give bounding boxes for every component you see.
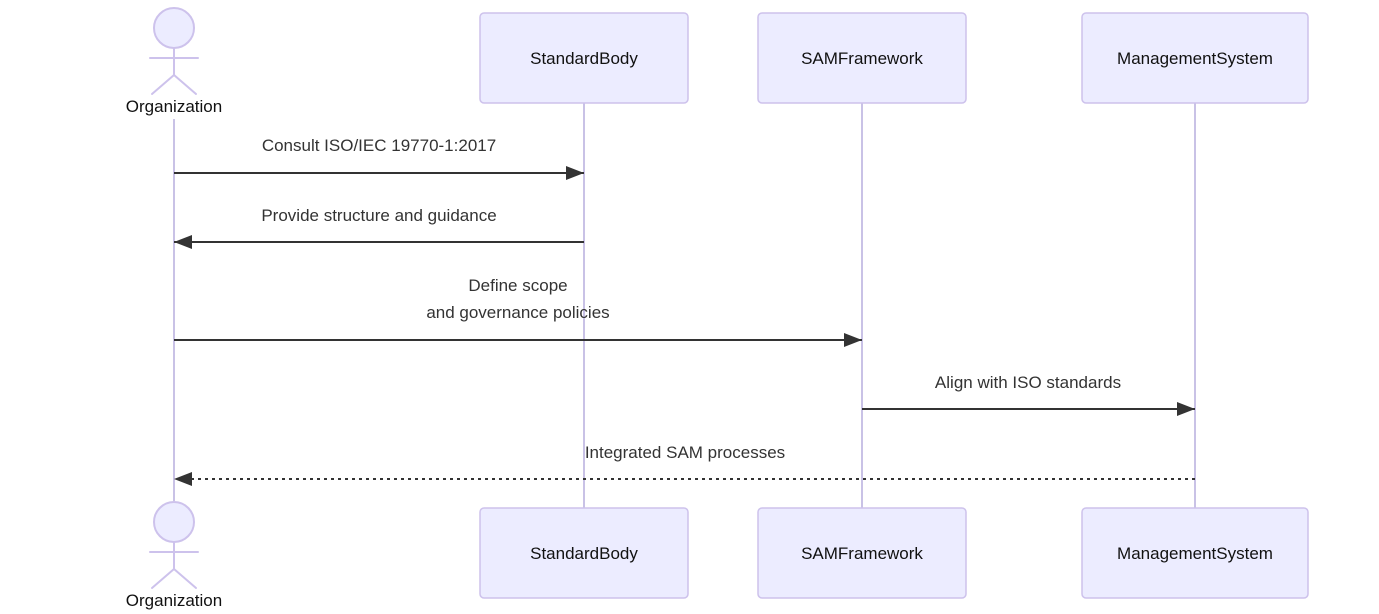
message-4-label: Align with ISO standards — [935, 373, 1121, 392]
lifelines — [173, 103, 1196, 508]
participant-standardbody-bottom-label: StandardBody — [530, 544, 638, 563]
actor-organization-bottom: Organization — [126, 501, 222, 610]
actor-leg-left-icon — [151, 568, 175, 589]
message-3-label-line-1: Define scope — [468, 276, 567, 295]
actor-head-icon — [153, 7, 195, 49]
message-2-label: Provide structure and guidance — [261, 206, 496, 225]
participants-bottom: StandardBody SAMFramework ManagementSyst… — [479, 507, 1309, 599]
actor-head-icon — [153, 501, 195, 543]
message-5-label: Integrated SAM processes — [585, 443, 785, 462]
actor-leg-left-icon — [151, 74, 175, 95]
participant-samframework-bottom-label: SAMFramework — [801, 544, 923, 563]
participant-standardbody-bottom — [479, 507, 689, 599]
message-2: Provide structure and guidance — [174, 206, 584, 249]
actor-label-top: Organization — [126, 97, 222, 116]
message-5: Integrated SAM processes — [174, 443, 1195, 486]
message-4: Align with ISO standards — [862, 373, 1195, 416]
message-3: Define scope and governance policies — [174, 276, 862, 347]
actor-leg-right-icon — [173, 568, 197, 589]
actor-leg-right-icon — [173, 74, 197, 95]
participant-standardbody-top-label: StandardBody — [530, 49, 638, 68]
actor-label-bottom: Organization — [126, 591, 222, 610]
message-1: Consult ISO/IEC 19770-1:2017 — [174, 136, 584, 180]
message-3-label-line-2: and governance policies — [426, 303, 609, 322]
participant-samframework-top — [757, 12, 967, 104]
participant-managementsystem-top-label: ManagementSystem — [1117, 49, 1273, 68]
participant-samframework-top-label: SAMFramework — [801, 49, 923, 68]
participants-top: StandardBody SAMFramework ManagementSyst… — [479, 12, 1309, 104]
participant-managementsystem-bottom-label: ManagementSystem — [1117, 544, 1273, 563]
participant-standardbody-top — [479, 12, 689, 104]
participant-samframework-bottom — [757, 507, 967, 599]
participant-managementsystem-top — [1081, 12, 1309, 104]
participant-managementsystem-bottom — [1081, 507, 1309, 599]
message-1-label: Consult ISO/IEC 19770-1:2017 — [262, 136, 496, 155]
actor-organization-top: Organization — [126, 7, 222, 116]
